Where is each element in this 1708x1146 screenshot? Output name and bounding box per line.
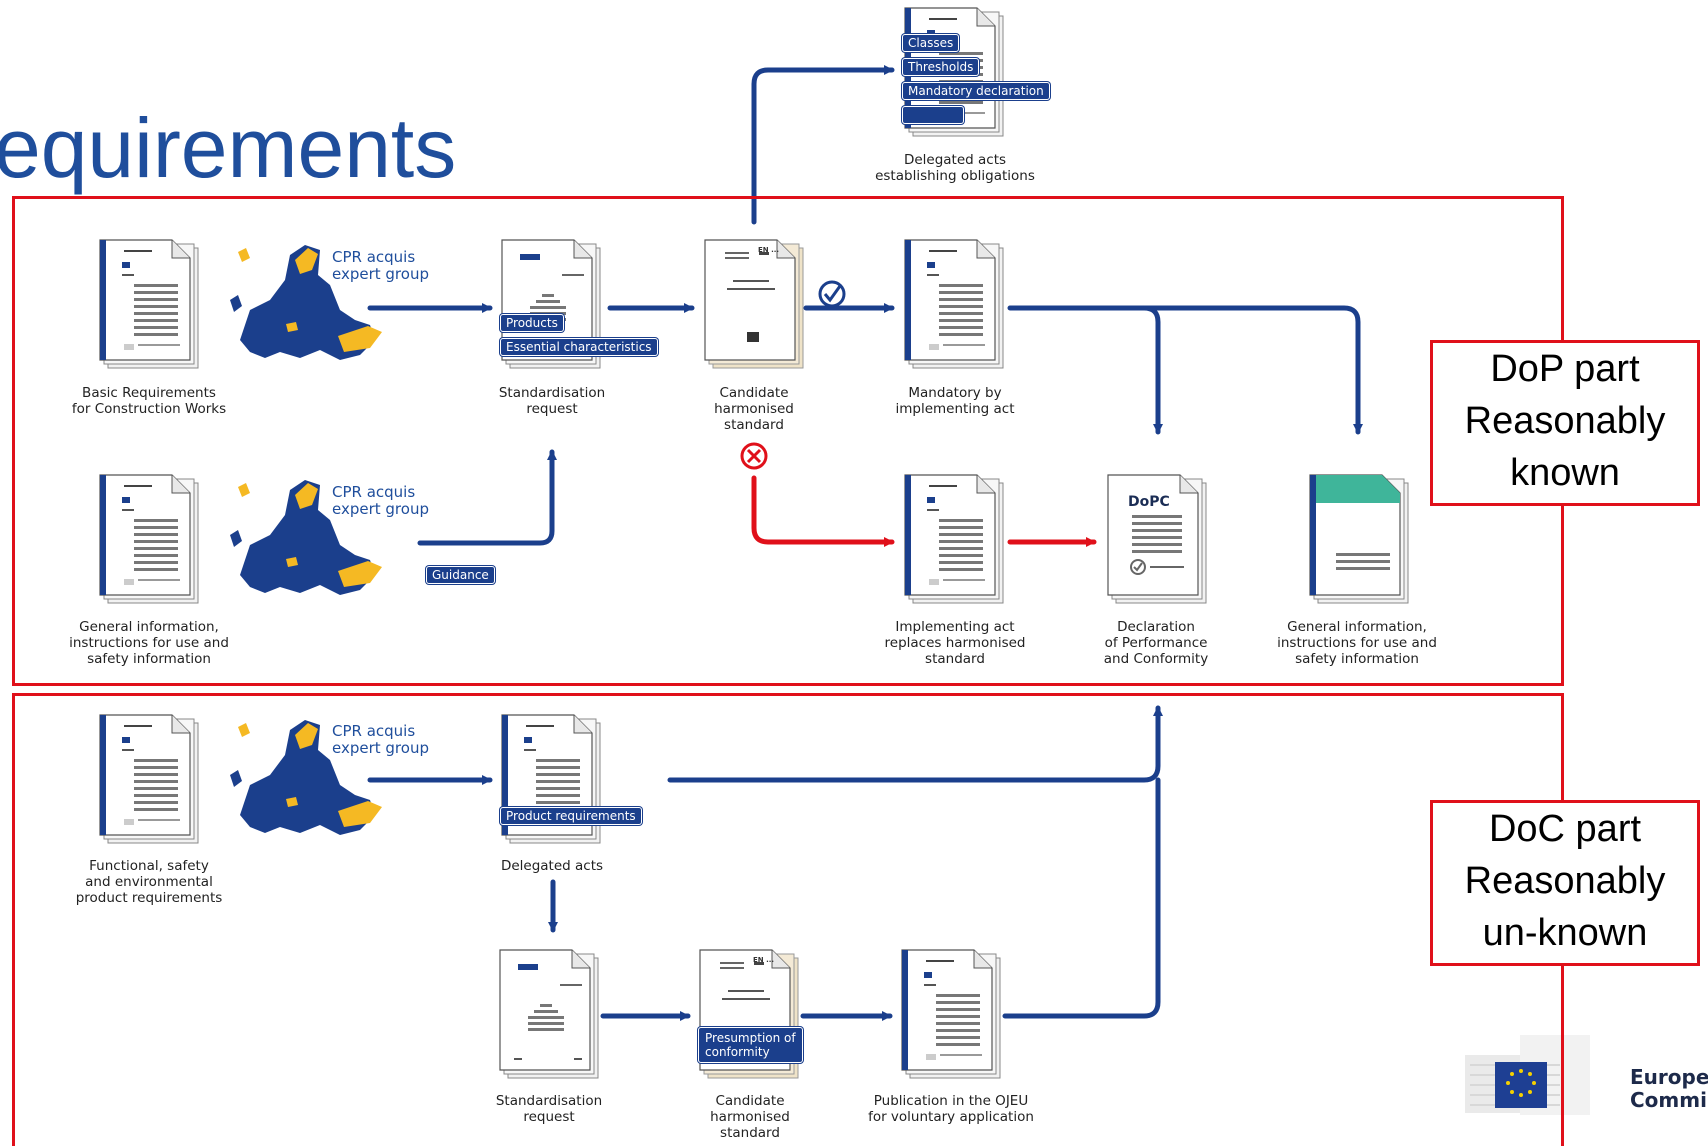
general-info-doc-right (1309, 474, 1409, 604)
tag-guidance: Guidance (426, 566, 495, 584)
tag-product-requirements: Product requirements (500, 807, 642, 825)
tag-presumption-of-conformity: Presumption of conformity (698, 1027, 803, 1063)
arrow-mandatory-to-geninfo (1141, 305, 1363, 435)
implementing-act-doc (904, 474, 1004, 604)
cross-icon (740, 442, 768, 470)
tag-classes: Classes (902, 34, 960, 52)
arrow-candidate-to-delegated (751, 65, 895, 225)
caption-basic-requirements: Basic Requirements for Construction Work… (71, 385, 227, 417)
tag-products: Products (500, 314, 564, 332)
expert-group-label-top: CPR acquis expert group (332, 248, 429, 283)
general-info-doc-left (99, 474, 199, 604)
declaration-doc (1107, 474, 1207, 604)
arrow-mandatory-to-dopc (1007, 305, 1163, 435)
mandatory-act-doc (904, 239, 1004, 369)
tag-thresholds: Thresholds (902, 58, 980, 76)
caption-standardisation-request-bottom: Standardisation request (495, 1093, 603, 1125)
tag-essential-characteristics: Essential characteristics (500, 338, 658, 356)
caption-functional-requirements: Functional, safety and environmental pro… (75, 858, 223, 906)
dopc-mark: DoPC (1128, 494, 1170, 510)
caption-general-info-right: General information, instructions for us… (1277, 619, 1437, 667)
en-mark-top: EN ... (758, 246, 780, 254)
check-icon (818, 280, 846, 308)
caption-delegated-obligations: Delegated acts establishing obligations (875, 152, 1035, 184)
expert-group-label-bottom: CPR acquis expert group (332, 722, 429, 757)
dop-part-label: DoP part Reasonably known (1430, 340, 1700, 506)
publication-ojeu-doc (901, 949, 1001, 1079)
ec-logo (1465, 1035, 1590, 1115)
doc-part-label: DoC part Reasonably un-known (1430, 800, 1700, 966)
caption-candidate-standard-bottom: Candidate harmonised standard (710, 1093, 790, 1141)
arrow-guidance-to-request (417, 449, 557, 546)
ec-logo-text: Europea Commis (1630, 1065, 1708, 1112)
candidate-standard-doc-top (704, 239, 804, 369)
page-title: equirements (0, 101, 457, 195)
caption-declaration: Declaration of Performance and Conformit… (1103, 619, 1209, 667)
caption-standardisation-request-top: Standardisation request (498, 385, 606, 417)
caption-general-info-left: General information, instructions for us… (69, 619, 229, 667)
caption-delegated-acts: Delegated acts (500, 858, 604, 874)
arrow-publication-to-dopc (1002, 777, 1161, 1019)
standardisation-request-doc-bottom (499, 949, 599, 1079)
caption-implementing-act: Implementing act replaces harmonised sta… (884, 619, 1026, 667)
basic-requirements-doc (99, 239, 199, 369)
caption-mandatory-by-act: Mandatory by implementing act (895, 385, 1015, 417)
tag-blank (902, 106, 964, 124)
expert-group-label-middle: CPR acquis expert group (332, 483, 429, 518)
arrow-rejected-to-implementing (751, 475, 895, 547)
en-mark-bottom: EN ... (753, 956, 775, 964)
caption-publication-ojeu: Publication in the OJEU for voluntary ap… (868, 1093, 1034, 1125)
functional-requirements-doc (99, 714, 199, 844)
arrow-delegated-to-dopc (667, 705, 1163, 783)
tag-mandatory-declaration: Mandatory declaration (902, 82, 1050, 100)
caption-candidate-standard-top: Candidate harmonised standard (714, 385, 794, 433)
